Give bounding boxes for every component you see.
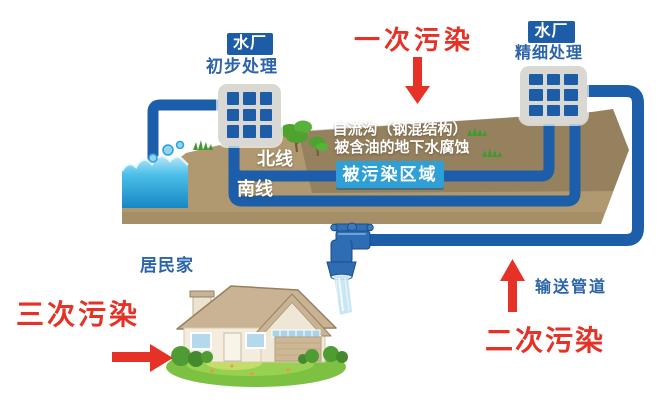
faucet-icon [326, 222, 374, 281]
building-window [259, 108, 272, 122]
tertiary-pollution-label: 三次污染 [16, 299, 141, 330]
water-plant-building-icon-right [520, 66, 587, 124]
building-window [227, 108, 240, 122]
building-window [546, 89, 561, 101]
water-pool-icon [120, 140, 189, 208]
intake-pipe [147, 99, 219, 172]
building-window [546, 74, 561, 86]
arrow-right-icon [112, 344, 173, 372]
plant-right-badge: 水厂 [528, 21, 575, 43]
plant-left-process-label: 初步处理 [206, 57, 278, 76]
building-window [259, 125, 272, 138]
tree-icon [280, 120, 328, 157]
building-window [564, 74, 578, 86]
building-window [243, 108, 256, 122]
building-window [227, 92, 240, 105]
transport-pipe-label: 输送管道 [535, 279, 608, 296]
south-line-pipe [228, 112, 581, 207]
water-plant-building-icon-left [218, 84, 281, 146]
building-window [529, 89, 543, 101]
building-window [564, 104, 578, 116]
building-window [243, 92, 256, 105]
north-line-label: 北线 [257, 149, 293, 169]
culvert-label-line2: 被含油的地下水腐蚀 [334, 139, 470, 156]
plant-left-badge: 水厂 [227, 33, 273, 55]
building-window [227, 125, 240, 138]
primary-pollution-label: 一次污染 [354, 25, 475, 55]
building-window [546, 104, 561, 116]
polluted-zone-badge: 被污染区域 [336, 161, 444, 188]
plant-right-process-label: 精细处理 [515, 45, 584, 62]
house-illustration [166, 285, 348, 387]
building-window [259, 92, 272, 105]
building-window [529, 104, 543, 116]
residence-label: 居民家 [140, 256, 194, 275]
culvert-label-line1: 自流沟（钢混结构） [332, 121, 468, 138]
grass-icon [193, 127, 502, 157]
transport-pipe [366, 85, 644, 246]
building-window [243, 125, 256, 138]
south-line-label: 南线 [237, 179, 273, 199]
building-window [564, 89, 578, 101]
secondary-pollution-label: 二次污染 [485, 325, 606, 356]
water-stream [334, 276, 352, 315]
arrow-up-icon [500, 259, 525, 312]
building-window [529, 74, 543, 86]
arrow-down-icon [405, 57, 430, 104]
